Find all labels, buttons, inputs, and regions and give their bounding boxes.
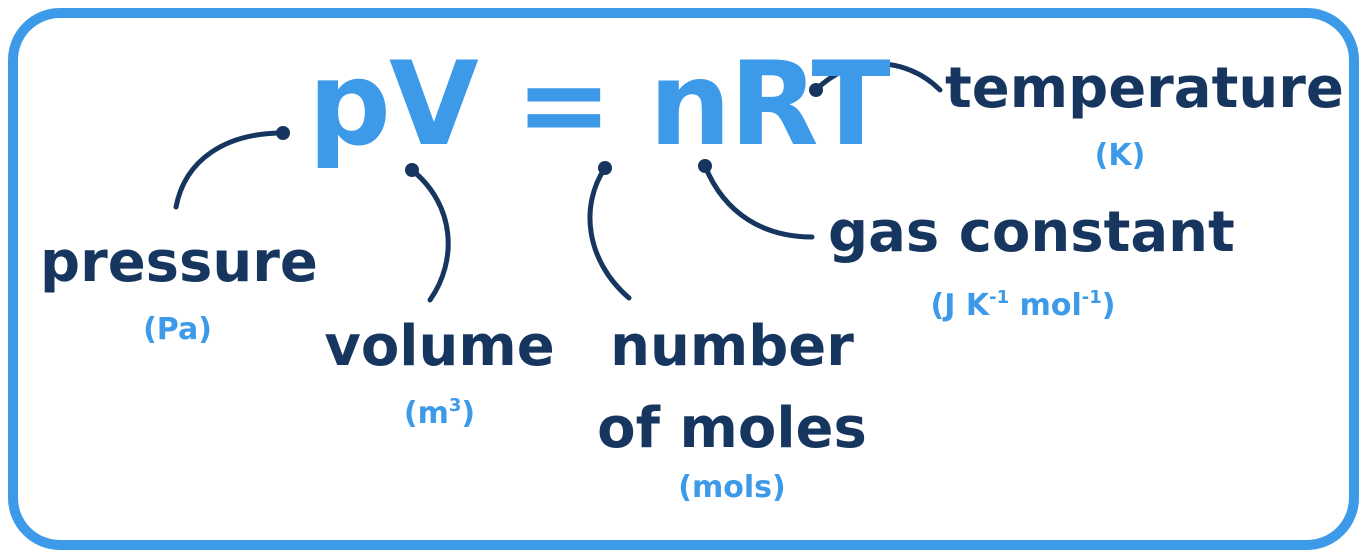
temperature-label: temperature xyxy=(945,56,1344,121)
gas-constant-unit-part2: mol xyxy=(1009,288,1082,323)
volume-connector-arc xyxy=(409,167,451,303)
temperature-connector-arc xyxy=(813,61,943,93)
diagram-frame xyxy=(8,8,1359,550)
volume-connector xyxy=(405,163,451,303)
volume-unit-exponent: 3 xyxy=(448,395,462,416)
moles-connector xyxy=(587,161,632,301)
gas-constant-unit-close: ) xyxy=(1101,288,1116,323)
moles-term: number of moles (mols) xyxy=(592,314,872,508)
volume-unit-base: (m xyxy=(403,396,449,431)
pressure-connector xyxy=(173,126,290,210)
volume-label: volume xyxy=(324,314,555,379)
moles-connector-arc xyxy=(587,165,632,301)
moles-unit: (mols) xyxy=(678,470,786,505)
ideal-gas-equation: pV = nRT xyxy=(308,37,891,172)
moles-label-line2: of moles xyxy=(597,396,867,461)
equation-rhs: nRT xyxy=(648,37,891,172)
volume-unit-close: ) xyxy=(461,396,476,431)
volume-unit: (m3) xyxy=(322,394,557,438)
pressure-unit: (Pa) xyxy=(143,312,212,347)
pressure-term: pressure (Pa) xyxy=(40,230,318,350)
gas-constant-unit: (J K-1 mol-1) xyxy=(828,286,1218,330)
gas-constant-connector xyxy=(698,159,815,240)
gas-constant-unit-exponent2: -1 xyxy=(1081,287,1102,308)
pressure-label: pressure xyxy=(40,230,318,295)
pressure-connector-arc xyxy=(173,130,286,210)
temperature-unit: (K) xyxy=(1094,138,1146,173)
volume-term: volume (m3) xyxy=(322,314,557,438)
gas-constant-unit-exponent1: -1 xyxy=(989,287,1010,308)
gas-constant-label: gas constant xyxy=(828,200,1235,265)
equation-equals-sign: = xyxy=(515,37,612,172)
gas-constant-connector-arc xyxy=(702,163,815,240)
equation-lhs: pV xyxy=(308,37,479,172)
temperature-connector xyxy=(809,61,943,97)
temperature-term: temperature (K) xyxy=(945,56,1344,176)
gas-constant-term: gas constant (J K-1 mol-1) xyxy=(828,200,1235,330)
gas-constant-unit-part1: (J K xyxy=(930,288,990,323)
moles-label-line1: number xyxy=(610,314,854,379)
